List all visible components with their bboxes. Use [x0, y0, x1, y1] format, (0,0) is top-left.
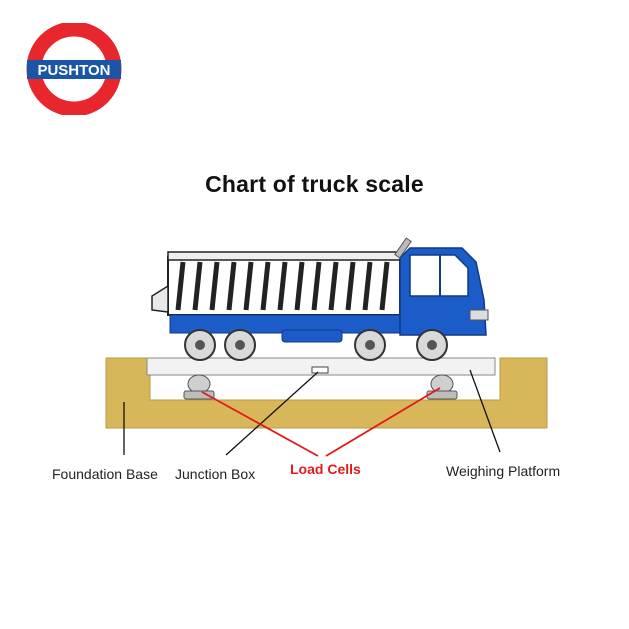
logo-chinese-text: 普司顿 — [58, 38, 91, 52]
label-junction-box: Junction Box — [175, 466, 256, 482]
leader-load-cell-right — [325, 387, 441, 457]
load-cell-right — [426, 374, 458, 400]
leader-weighing-platform — [469, 369, 501, 453]
page-title: Chart of truck scale — [205, 171, 424, 197]
leader-load-cell-left — [201, 391, 319, 457]
load-cell-left — [183, 374, 215, 400]
label-foundation-base: Foundation Base — [52, 466, 158, 482]
pushton-logo: 普司顿 PUSHTON — [26, 23, 122, 115]
junction-box — [311, 366, 329, 374]
logo-band — [27, 60, 121, 79]
label-load-cells: Load Cells — [290, 461, 361, 477]
logo-brand-text: PUSHTON — [37, 62, 110, 79]
leader-junction-box — [225, 371, 319, 456]
dump-truck — [151, 237, 489, 361]
label-weighing-platform: Weighing Platform — [446, 463, 561, 479]
